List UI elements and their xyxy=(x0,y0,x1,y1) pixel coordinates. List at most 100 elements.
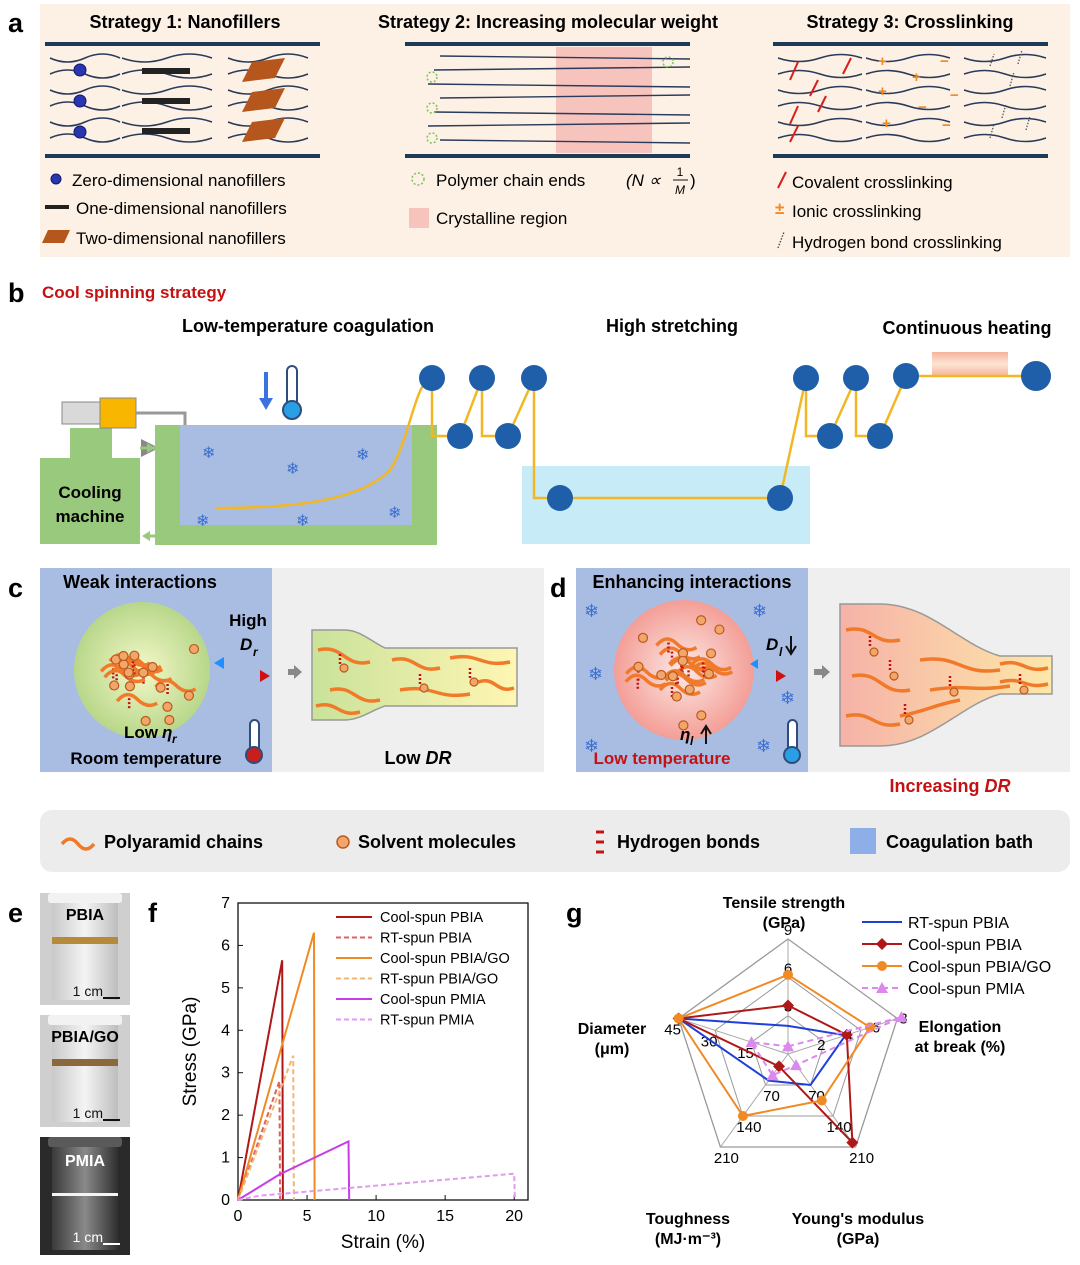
polyaramid-chain xyxy=(99,663,143,678)
aligned-chain xyxy=(919,657,1001,673)
low-eta-label: Low xyxy=(124,723,159,742)
godet-rollers xyxy=(419,361,1051,511)
arrow-in-red-d xyxy=(776,670,786,682)
radar-axis-label: (MJ·m⁻³) xyxy=(655,1231,721,1248)
droplet-low-temp xyxy=(614,600,754,740)
legend-cd-background xyxy=(40,810,1070,872)
radar-axis-label: Elongation xyxy=(919,1019,1002,1036)
ionic-charge: + xyxy=(878,53,887,70)
aligned-chain xyxy=(999,678,1049,688)
bath-legend-icon xyxy=(850,828,876,854)
zero-d-legend-icon xyxy=(50,173,62,185)
fiber-winding-pmia xyxy=(52,1193,118,1196)
legend-label: Cool-spun PBIA xyxy=(908,937,1022,954)
svg-text:❄: ❄ xyxy=(752,601,767,621)
polymer-chain xyxy=(777,69,863,79)
polyaramid-chain-icon xyxy=(60,837,96,851)
solvent-molecule xyxy=(118,659,129,670)
radar-marker xyxy=(673,1013,684,1024)
solvent-molecule xyxy=(140,715,151,727)
heater xyxy=(932,352,1008,376)
radar-tick-label: 45 xyxy=(664,1021,681,1038)
dr-symbol: D xyxy=(240,635,252,654)
sample-label-pbia: PBIA xyxy=(66,907,105,924)
solvent-molecule xyxy=(714,624,725,635)
snowflakes-b: ❄❄❄ ❄❄❄ xyxy=(196,445,401,530)
y-tick-label: 1 xyxy=(221,1150,230,1167)
solvent-molecule xyxy=(339,663,349,673)
polymer-chain xyxy=(963,69,1047,79)
polymer-chain xyxy=(49,133,121,143)
fiber-chains-d xyxy=(845,627,1049,727)
radar-marker xyxy=(816,1095,827,1106)
solvent-molecule xyxy=(633,661,644,672)
enhancing-interactions-label: Enhancing interactions xyxy=(592,572,791,592)
formula-den: M xyxy=(675,183,685,197)
solvent-molecule xyxy=(162,701,173,712)
low-dr-label: Low DR xyxy=(385,748,452,768)
eta-l-subscript: l xyxy=(690,734,694,748)
solvent-molecule xyxy=(671,691,682,702)
solvent-molecule xyxy=(124,681,136,692)
radar-tick-label: 210 xyxy=(714,1150,739,1167)
radar-marker xyxy=(782,1040,794,1052)
polymer-chain xyxy=(439,55,691,60)
polymer-chain xyxy=(49,85,121,95)
radar-marker xyxy=(895,1011,908,1023)
solvent-molecule xyxy=(469,677,479,687)
legend-crystalline: Crystalline region xyxy=(436,209,567,228)
ionic-charge: − xyxy=(940,53,949,70)
series-line xyxy=(237,1055,295,1201)
polymer-chain xyxy=(427,122,691,127)
polymer-chain xyxy=(439,94,691,99)
legend-chain-ends: Polymer chain ends xyxy=(436,171,585,190)
covalent-legend-icon xyxy=(777,171,787,189)
legend-bath: Coagulation bath xyxy=(886,832,1033,852)
solvent-molecule xyxy=(109,680,120,691)
radar-marker xyxy=(772,1060,785,1073)
radar-axis-label: (GPa) xyxy=(837,1231,880,1248)
legend-cd: Polyaramid chains Solvent molecules Hydr… xyxy=(40,810,1070,872)
solvent-molecule xyxy=(419,683,429,693)
panel-a: a Strategy 1: Nanofillers Zero-dimension… xyxy=(8,4,1070,257)
solvent-molecule xyxy=(667,671,678,682)
polyaramid-chain xyxy=(658,681,701,697)
legend-solvent: Solvent molecules xyxy=(358,832,516,852)
process-arrow-c xyxy=(294,665,302,679)
svg-text:❄: ❄ xyxy=(286,461,299,478)
stage-stretching: High stretching xyxy=(606,316,738,336)
two-d-filler xyxy=(242,88,285,112)
y-tick-label: 5 xyxy=(221,980,230,997)
fiber-winding-pbia xyxy=(52,937,118,944)
fiber-path xyxy=(214,374,1036,510)
eta-symbol: η xyxy=(162,723,172,742)
strategy-label: Cool spinning strategy xyxy=(42,283,227,302)
arrow-in-red xyxy=(260,670,270,682)
solvent-molecule xyxy=(656,669,667,681)
strategy2-chains xyxy=(427,55,691,144)
solvent-molecule xyxy=(164,714,175,726)
polymer-chain xyxy=(865,53,951,63)
legend-marker xyxy=(876,982,888,993)
radar-axis-label: (GPa) xyxy=(763,915,806,932)
polymer-chain xyxy=(963,85,1047,95)
radar-tick-label: 6 xyxy=(784,960,792,977)
arrow-out-blue-d xyxy=(750,659,758,669)
legend-polyaramid: Polyaramid chains xyxy=(104,832,263,852)
ionic-charge: + xyxy=(882,115,891,132)
radar-axis-label: Tensile strength xyxy=(723,895,845,912)
polymer-chain xyxy=(439,139,691,144)
low-temperature-label: Low temperature xyxy=(594,749,731,768)
solvent-molecule xyxy=(1019,685,1029,695)
polymer-chain xyxy=(227,85,309,95)
panel-letter-a: a xyxy=(8,8,24,38)
svg-text:❄: ❄ xyxy=(756,736,771,756)
polymer-chain xyxy=(49,53,121,63)
legend-marker xyxy=(876,938,888,950)
panel-letter-g: g xyxy=(566,898,583,928)
dl-down-arrow xyxy=(785,636,797,656)
radar-axis-label: Young's modulus xyxy=(792,1211,924,1228)
radar-marker xyxy=(783,969,793,980)
two-d-filler xyxy=(242,58,285,82)
